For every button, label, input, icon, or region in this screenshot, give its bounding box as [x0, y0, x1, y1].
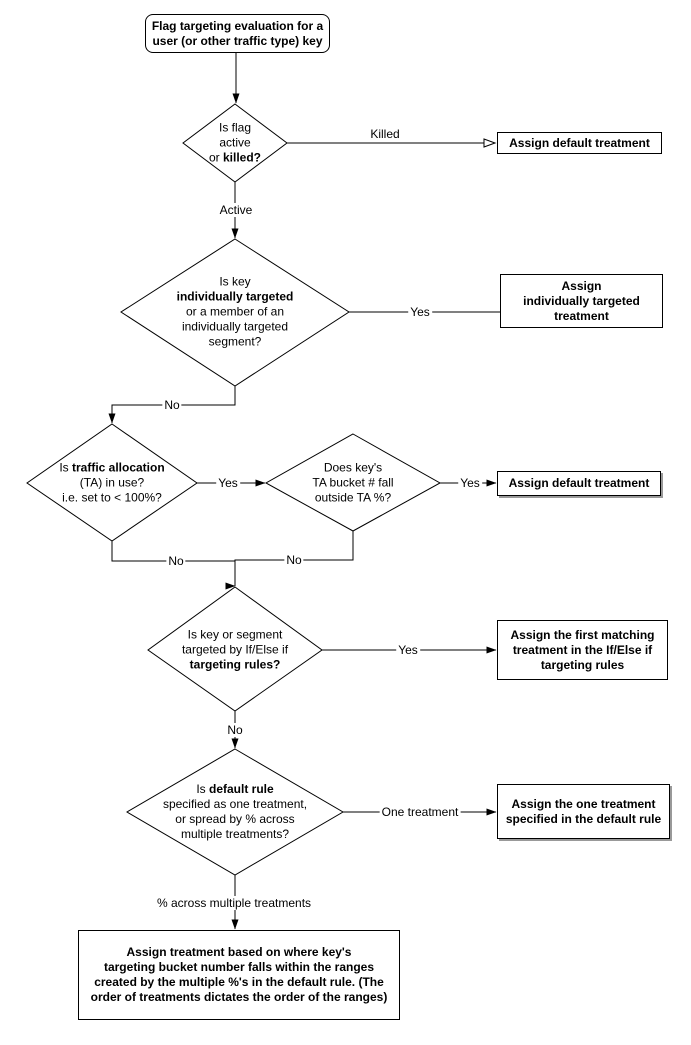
diamond-targeting-rules	[147, 586, 323, 712]
node-flag-status-text: Is flag active or killed?	[185, 121, 285, 166]
node-assign-default-2-label: Assign default treatment	[508, 476, 650, 490]
node-start: Flag targeting evaluation for a user (or…	[145, 14, 330, 53]
edge-label-no-bucket: No	[284, 553, 304, 567]
node-individual-targeting-text: Is key individually targeted or a member…	[150, 275, 320, 350]
node-assign-first-matching: Assign the first matching treatment in t…	[497, 620, 668, 680]
text-segment: (TA) in use? i.e. set to < 100%?	[62, 475, 162, 505]
text-segment: specified as one treatment, or spread by…	[162, 797, 308, 841]
text-segment: Does key's TA bucket # fall outside TA %…	[312, 460, 394, 505]
node-assign-by-ranges-label: Assign treatment based on where key's ta…	[90, 945, 388, 1004]
text-segment-bold: traffic allocation	[71, 460, 165, 475]
text-segment: Is	[196, 782, 209, 796]
diamond-default-rule	[126, 748, 344, 876]
text-segment-bold: individually targeted	[176, 289, 294, 304]
node-assign-one-treatment-label: Assign the one treatment specified in th…	[505, 796, 662, 826]
edge-label-no-individual: No	[162, 398, 182, 412]
edge-label-active: Active	[217, 203, 255, 217]
node-assign-default-1-label: Assign default treatment	[509, 135, 650, 150]
diamond-flag-status	[182, 103, 288, 183]
node-targeting-rules-text: Is key or segment targeted by If/Else if…	[155, 628, 315, 673]
text-segment: Is flag active or	[208, 120, 251, 165]
text-segment: or a member of an individually targeted …	[181, 304, 289, 349]
node-assign-one-treatment: Assign the one treatment specified in th…	[497, 784, 670, 839]
node-default-rule-text: Is default rule specified as one treatme…	[145, 782, 325, 842]
node-assign-default-1: Assign default treatment	[497, 132, 662, 154]
node-assign-by-ranges: Assign treatment based on where key's ta…	[78, 930, 400, 1020]
edge-label-pct-multiple: % across multiple treatments	[154, 896, 314, 910]
node-assign-default-2: Assign default treatment	[497, 471, 661, 496]
node-ta-bucket-text: Does key's TA bucket # fall outside TA %…	[283, 461, 423, 506]
text-segment-bold: targeting rules?	[189, 657, 281, 672]
text-segment-bold: killed?	[223, 150, 262, 165]
text-segment: Is	[59, 460, 72, 475]
edge-label-yes-ta: Yes	[216, 476, 240, 490]
edge-label-yes-bucket: Yes	[458, 476, 482, 490]
edge-label-one-treatment: One treatment	[379, 805, 461, 819]
node-traffic-allocation-text: Is traffic allocation (TA) in use? i.e. …	[37, 461, 187, 506]
diamond-ta-bucket	[264, 433, 442, 532]
edge-label-killed: Killed	[368, 127, 402, 141]
text-segment: Is key or segment targeted by If/Else if	[181, 627, 289, 657]
text-segment-bold: default rule	[208, 782, 274, 796]
node-assign-individual-label: Assign individually targeted treatment	[523, 278, 640, 323]
diamond-traffic-allocation	[26, 423, 198, 542]
node-start-label: Flag targeting evaluation for a user (or…	[151, 18, 324, 48]
edge-label-yes-individual: Yes	[408, 305, 432, 319]
diamond-individual-targeting	[120, 238, 350, 387]
edge-label-yes-rules: Yes	[396, 643, 420, 657]
text-segment: Is key	[219, 274, 251, 289]
edge-no-ta	[111, 541, 235, 562]
edge-label-no-ta: No	[166, 554, 186, 568]
edge-label-no-rules: No	[225, 723, 245, 737]
node-assign-first-matching-label: Assign the first matching treatment in t…	[510, 627, 655, 672]
node-assign-individual: Assign individually targeted treatment	[500, 274, 663, 328]
